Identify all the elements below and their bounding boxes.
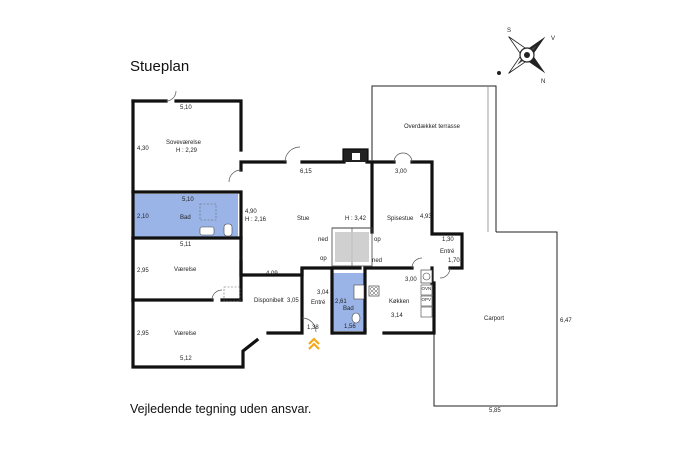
entre1-label: Entré xyxy=(311,300,326,306)
bad2-size: 2,61 xyxy=(335,299,347,305)
sovevaerelse-depth: 4,30 xyxy=(137,146,149,152)
stue-label: Stue xyxy=(297,216,310,222)
plan-title: Stueplan xyxy=(130,58,190,75)
gang-size: 4,90 xyxy=(245,209,257,215)
disponibelt-label: Disponibelt xyxy=(254,298,284,304)
koekken-depth: 3,14 xyxy=(391,313,403,319)
spisestue-width: 3,00 xyxy=(395,169,407,175)
ovn-label: OVN xyxy=(422,286,432,291)
carport-outline xyxy=(433,231,558,407)
entre2-depth: 1,70 xyxy=(448,258,460,264)
spisestue-depth: 4,93 xyxy=(420,214,432,220)
entre1-small: 1,38 xyxy=(307,325,319,331)
bad1-depth: 2,10 xyxy=(137,214,149,220)
carport-label: Carport xyxy=(484,316,504,322)
entre1-width: 3,04 xyxy=(317,290,329,296)
stue-height: H : 3,42 xyxy=(345,216,367,222)
disclaimer: Vejledende tegning uden ansvar. xyxy=(130,402,312,416)
disponibelt-depth: 3,05 xyxy=(287,298,299,304)
bad1-fill xyxy=(133,194,238,238)
bad1-width: 5,10 xyxy=(182,197,194,203)
vaerelse2-depth: 2,95 xyxy=(137,331,149,337)
bad2-label: Bad xyxy=(343,306,354,312)
stue-width: 6,15 xyxy=(300,169,312,175)
carport-depth: 6,47 xyxy=(560,318,572,324)
opv-label: OPV xyxy=(422,297,432,302)
bad1-bottom: 5,11 xyxy=(180,242,192,248)
vaerelse2-width: 5,12 xyxy=(180,356,192,362)
stairs-op-1: op xyxy=(374,237,381,243)
stairs-ned-2: ned xyxy=(372,258,382,264)
disponibelt-width: 4,09 xyxy=(266,271,278,277)
koekken-width: 3,00 xyxy=(405,277,417,283)
inner-walls xyxy=(131,160,434,335)
entre2-label: Entré xyxy=(440,249,455,255)
sovevaerelse-height: H : 2,29 xyxy=(176,148,198,154)
terrace-outline xyxy=(371,85,497,232)
stairs-ned-1: ned xyxy=(318,237,328,243)
terrasse-label: Overdækket terrasse xyxy=(404,124,461,130)
fixtures xyxy=(199,150,433,324)
sovevaerelse-width: 5,10 xyxy=(180,105,192,111)
spisestue-label: Spisestue xyxy=(387,216,414,222)
compass-s-label: S xyxy=(507,28,511,34)
stairs-op-2: op xyxy=(320,256,327,262)
doors xyxy=(165,90,451,333)
bad1-label: Bad xyxy=(180,215,191,221)
carport-width: 5,85 xyxy=(489,408,501,414)
bad2-bottom: 1,56 xyxy=(344,324,356,330)
sovevaerelse-label: Soveværelse xyxy=(166,140,202,146)
stairs xyxy=(331,227,373,267)
entre2-width: 1,30 xyxy=(442,237,454,243)
compass-icon: S V N xyxy=(497,28,555,85)
bad2-fill xyxy=(333,273,365,331)
compass-v-label: V xyxy=(551,36,555,42)
gang-height: H : 2,16 xyxy=(245,217,267,223)
compass-n-label: N xyxy=(541,79,545,85)
vaerelse2-label: Værelse xyxy=(174,331,197,337)
vaerelse1-label: Værelse xyxy=(174,267,197,273)
vaerelse1-depth: 2,95 xyxy=(137,268,149,274)
entrance-marker-icon xyxy=(308,337,320,350)
koekken-label: Køkken xyxy=(389,299,409,305)
